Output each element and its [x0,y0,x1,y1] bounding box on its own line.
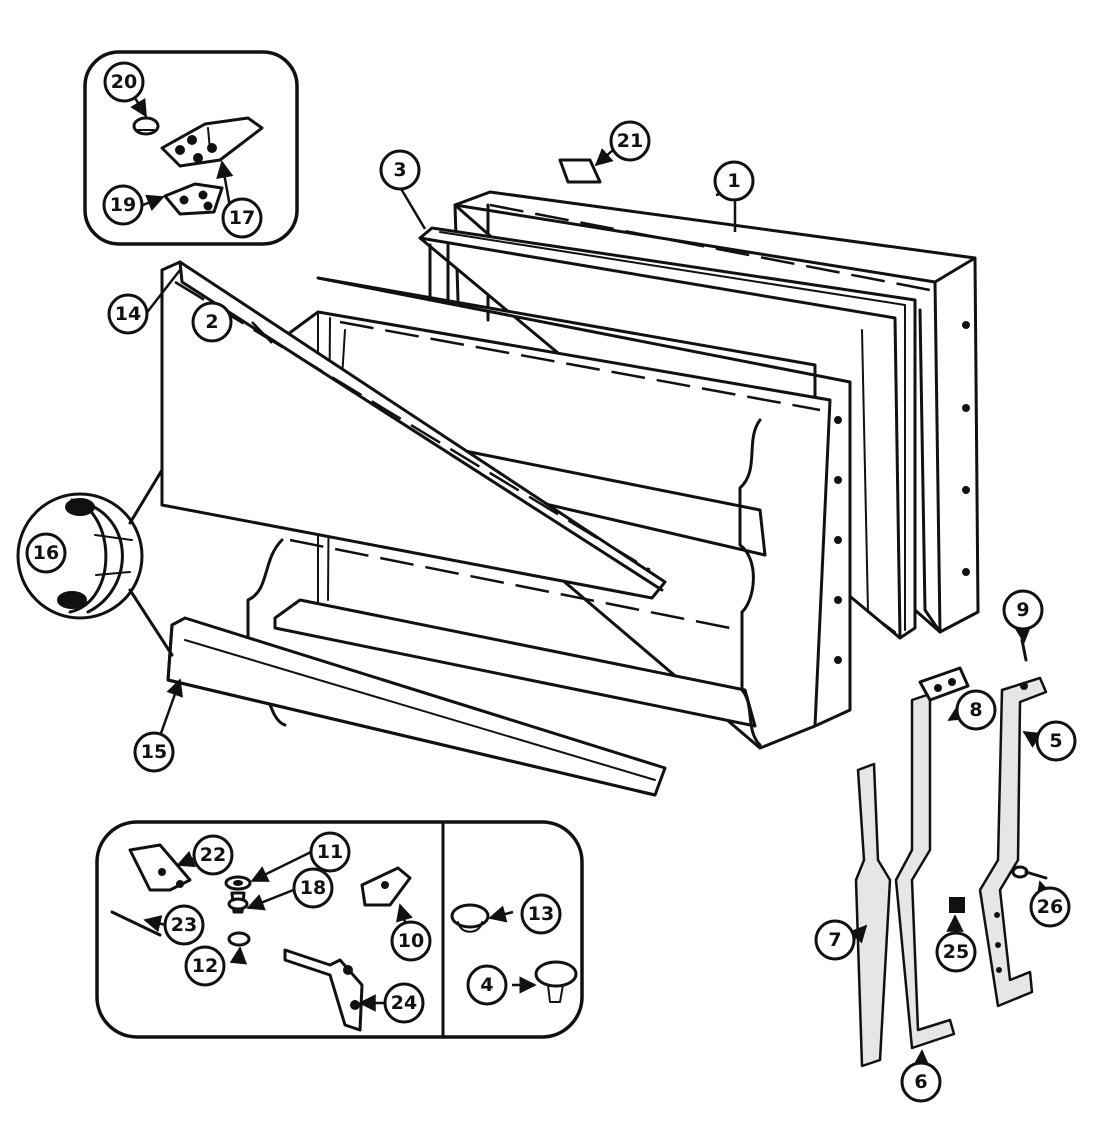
callout-20: 20 [103,61,145,103]
svg-text:15: 15 [141,741,167,763]
callout-5: 5 [1035,720,1077,762]
callout-8: 8 [955,689,997,731]
cap-part-13 [450,903,490,933]
svg-text:23: 23 [171,914,197,936]
svg-text:2: 2 [205,311,218,333]
svg-text:19: 19 [110,194,136,216]
svg-text:18: 18 [300,877,326,899]
svg-text:11: 11 [317,841,343,863]
callout-11: 11 [309,831,351,873]
callout-9: 9 [1002,589,1044,631]
callout-22: 22 [192,834,234,876]
callout-16: 16 [25,532,67,574]
svg-text:22: 22 [200,844,226,866]
hinge-part-17 [160,116,264,168]
svg-text:1: 1 [727,170,740,192]
callout-10: 10 [390,920,432,962]
callout-3: 3 [379,149,421,191]
callout-26: 26 [1029,886,1071,928]
svg-text:24: 24 [391,992,417,1014]
svg-text:12: 12 [192,955,218,977]
svg-text:17: 17 [229,207,255,229]
callout-15: 15 [133,731,175,773]
svg-text:7: 7 [828,929,841,951]
washer-part-12 [227,931,251,947]
svg-text:25: 25 [943,941,969,963]
svg-text:21: 21 [617,130,643,152]
callout-19: 19 [102,184,144,226]
hinge-plug-part-20 [132,116,160,136]
callout-14: 14 [107,293,149,335]
hardware-detail-box [95,820,584,1039]
screw-part-26 [1011,865,1048,880]
svg-text:3: 3 [393,159,406,181]
svg-text:5: 5 [1049,730,1062,752]
callout-21: 21 [609,120,651,162]
clip-part-10 [360,866,412,907]
retainer-detail-circle [16,468,174,657]
svg-text:26: 26 [1037,896,1063,918]
clip-part-25 [949,897,965,913]
callout-17: 17 [221,197,263,239]
svg-text:10: 10 [398,930,424,952]
svg-text:4: 4 [480,974,493,996]
callout-4: 4 [466,964,508,1006]
callout-24: 24 [383,982,425,1024]
callout-23: 23 [163,904,205,946]
callout-25: 25 [935,931,977,973]
cap-part-4 [534,960,578,1003]
shelf-rail-upper-part-14 [160,260,667,600]
bracket-part-24 [283,948,364,1032]
screw-part-21 [558,158,602,184]
callout-18: 18 [292,867,334,909]
svg-text:13: 13 [528,903,554,925]
svg-text:20: 20 [111,71,137,93]
pin-part-18 [227,891,249,914]
callout-2: 2 [191,301,233,343]
callout-12: 12 [184,945,226,987]
handle-part-6 [894,666,970,1050]
svg-text:9: 9 [1016,599,1029,621]
callout-6: 6 [900,1061,942,1103]
hinge-shim-part-19 [163,182,224,216]
screw-part-9 [1020,638,1028,662]
svg-text:14: 14 [115,303,141,325]
washer-part-11 [224,875,252,891]
svg-text:8: 8 [969,699,982,721]
callout-7: 7 [814,919,856,961]
svg-text:16: 16 [33,542,59,564]
svg-text:6: 6 [914,1071,927,1093]
handle-part-7 [854,762,892,1068]
callout-13: 13 [520,893,562,935]
callout-1: 1 [713,160,755,202]
bracket-part-22 [128,843,192,892]
handle-part-5 [978,676,1048,1008]
